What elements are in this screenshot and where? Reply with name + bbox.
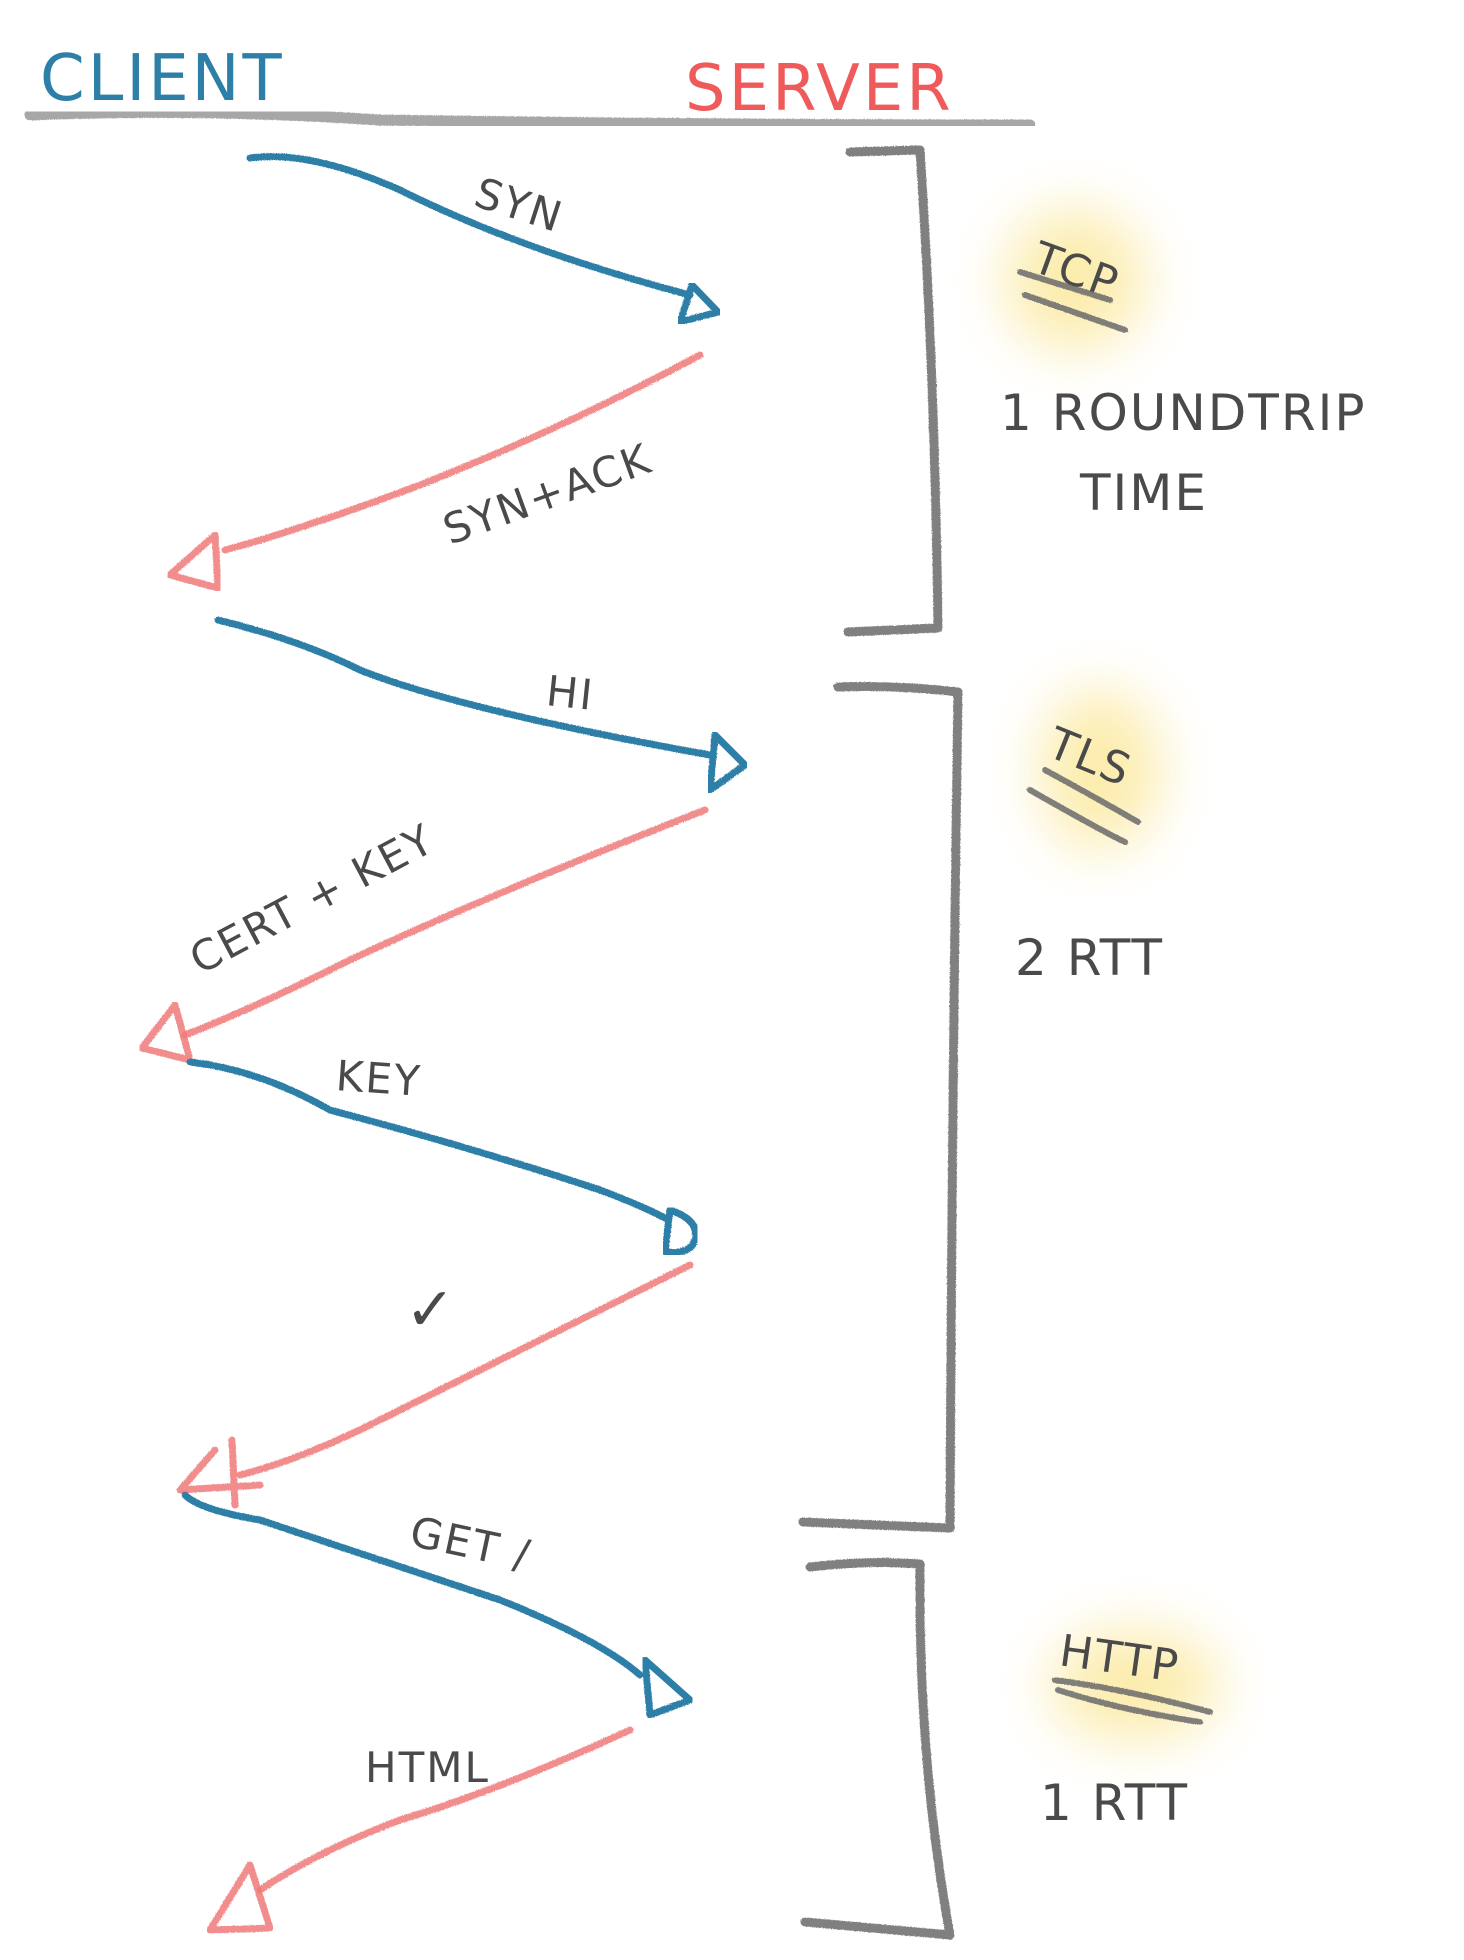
phase-duration-line2: TIME — [1079, 464, 1208, 522]
arrowhead-icon — [138, 1001, 194, 1064]
message-html: HTML — [206, 1726, 634, 1934]
phase-duration: 2 RTT — [1015, 929, 1164, 987]
message-arrow — [181, 806, 709, 1039]
message-label: GET / — [406, 1507, 536, 1580]
message-synack: SYN+ACK — [166, 351, 704, 592]
message-key: KEY — [186, 1051, 700, 1256]
phase-brackets — [798, 145, 963, 1940]
message-label: CERT + KEY — [182, 814, 443, 984]
actor-server-label: SERVER — [685, 52, 954, 126]
phase-tcp: TCP 1 ROUNDTRIP TIME — [1000, 232, 1366, 522]
actor-client-label: CLIENT — [40, 42, 285, 116]
message-label: KEY — [334, 1051, 423, 1106]
phase-annotations: TCP 1 ROUNDTRIP TIME TLS 2 RTT HTTP 1 RT… — [1000, 232, 1366, 1832]
arrowhead-icon — [166, 531, 222, 592]
underline-decoration — [1017, 269, 1128, 333]
underline-decoration — [1027, 767, 1141, 845]
message-get: GET / — [181, 1491, 694, 1719]
message-cert-key: CERT + KEY — [138, 806, 709, 1064]
arrowhead-icon — [661, 1206, 700, 1256]
bracket-tls — [798, 682, 963, 1533]
message-syn: SYN — [246, 153, 722, 326]
arrowhead-icon — [206, 1861, 274, 1934]
bracket-tcp — [843, 145, 943, 637]
message-label: HI — [544, 666, 597, 720]
http-highlight — [1050, 1630, 1220, 1740]
message-ok: ✓ — [176, 1261, 694, 1509]
message-label: SYN+ACK — [437, 434, 658, 555]
message-arrow — [181, 1491, 644, 1679]
header: CLIENT SERVER — [24, 42, 1036, 131]
tcp-highlight — [1005, 210, 1145, 350]
underline-decoration — [1052, 1677, 1213, 1725]
message-arrow — [214, 616, 714, 759]
message-hi: HI — [214, 616, 749, 794]
message-arrow — [256, 1726, 634, 1894]
bracket-http — [800, 1558, 955, 1940]
messages: SYN SYN+ACK HI CERT + KEY KEY — [138, 153, 749, 1934]
phase-duration: 1 RTT — [1040, 1774, 1189, 1832]
header-baseline — [24, 106, 1036, 131]
arrowhead-icon — [641, 1656, 694, 1719]
message-label: HTML — [365, 1743, 490, 1792]
message-arrow — [236, 1261, 694, 1479]
message-arrow — [246, 153, 694, 299]
message-arrow — [186, 1058, 669, 1222]
arrowhead-icon — [676, 281, 722, 326]
phase-duration: 1 ROUNDTRIP — [1000, 384, 1366, 442]
arrowhead-icon — [176, 1436, 264, 1509]
message-label: ✓ — [405, 1275, 457, 1345]
arrowhead-icon — [706, 731, 749, 794]
message-arrow — [221, 351, 704, 554]
